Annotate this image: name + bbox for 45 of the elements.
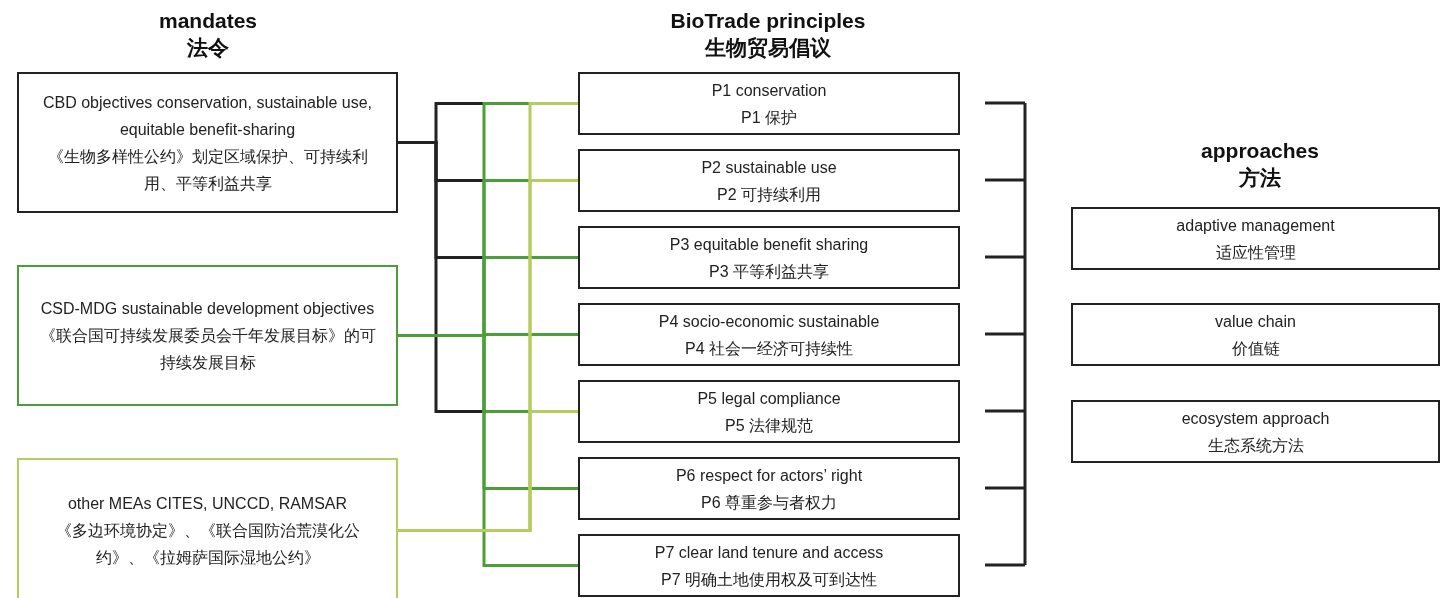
approach-box (1071, 207, 1440, 270)
node-text: P7 clear land tenure and access (654, 542, 884, 563)
node-text: ecosystem approach (1181, 408, 1330, 429)
node-text: P6 尊重参与者权力 (701, 492, 837, 513)
approach-box (1071, 303, 1440, 366)
column-subheading: 方法 (1239, 165, 1281, 191)
node-text: P1 conservation (711, 80, 827, 101)
node-text: P7 明确土地使用权及可到达性 (661, 569, 877, 590)
column-heading: BioTrade principles (670, 8, 866, 34)
node-text: P4 社会一经济可持续性 (685, 338, 853, 359)
node-text: 生态系统方法 (1207, 435, 1304, 456)
principle-box (578, 72, 960, 135)
approach-box (1071, 400, 1440, 463)
node-text: adaptive management (1176, 215, 1335, 236)
node-text: P6 respect for actors’ right (675, 465, 863, 486)
mandate-box (17, 265, 398, 406)
node-text: P4 socio-economic sustainable (658, 311, 880, 332)
node-text: other MEAs CITES, UNCCD, RAMSAR (67, 494, 348, 514)
node-text: 《生物多样性公约》划定区域保护、可持续利用、平等利益共享 (46, 146, 369, 194)
node-text: 《多边环境协定》、《联合国防治荒漠化公约》、《拉姆萨国际湿地公约》 (54, 521, 361, 568)
node-text: P5 legal compliance (697, 388, 841, 409)
node-text: value chain (1215, 311, 1296, 332)
node-text: 价值链 (1231, 338, 1280, 359)
principle-box (578, 380, 960, 443)
column-heading: approaches (1201, 138, 1319, 164)
mandate-box (17, 458, 398, 598)
node-text: 适应性管理 (1215, 242, 1296, 263)
column-heading: mandates (159, 8, 257, 34)
node-text: P3 equitable benefit sharing (669, 234, 869, 255)
connector-line (398, 410, 578, 532)
mandate-box (17, 72, 398, 213)
node-text: P2 可持续利用 (717, 184, 821, 205)
node-text: CSD-MDG sustainable development objectives (40, 299, 375, 319)
node-text: P1 保护 (741, 107, 797, 128)
principle-box (578, 149, 960, 212)
node-text: P3 平等利益共享 (709, 261, 829, 282)
node-text: P2 sustainable use (701, 157, 837, 178)
principle-box (578, 534, 960, 597)
node-text: 《联合国可持续发展委员会千年发展目标》的可持续发展目标 (38, 326, 377, 373)
connector-line (398, 334, 578, 567)
node-text: P5 法律规范 (725, 415, 813, 436)
principle-box (578, 303, 960, 366)
principle-box (578, 457, 960, 520)
principle-box (578, 226, 960, 289)
node-text: CBD objectives conservation, sustainable use, equitable benefit-sharing (41, 92, 374, 140)
